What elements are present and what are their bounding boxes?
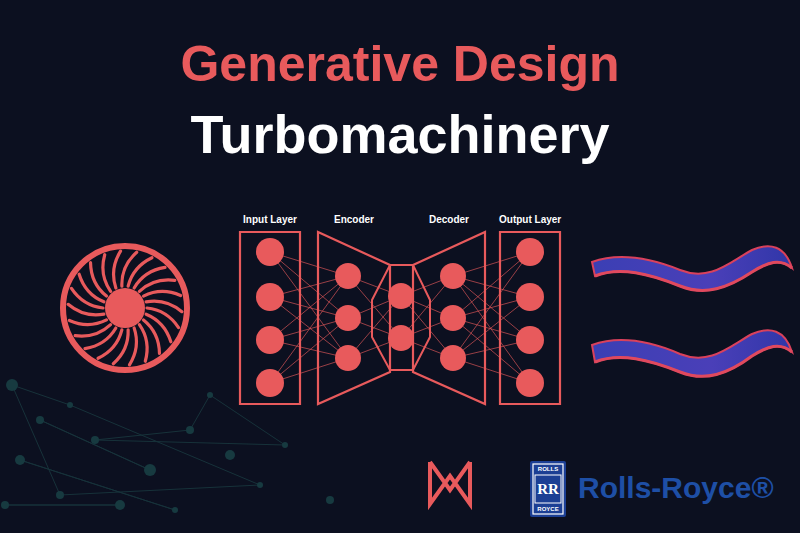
- title: Generative Design: [0, 36, 800, 92]
- neuron-connections: [270, 252, 530, 383]
- badge-text: ROYCE: [530, 505, 566, 513]
- layer-outline: [413, 214, 485, 406]
- layer-label: Encoder: [318, 214, 390, 226]
- layer-box: Decoder: [413, 214, 485, 406]
- layer-label: Input Layer: [240, 214, 300, 226]
- turbine-fan-icon: [63, 246, 187, 370]
- layer-outline: [500, 214, 560, 406]
- turbine-blade: [592, 330, 792, 376]
- badge-monogram: RR: [530, 479, 566, 499]
- company-logo: [430, 462, 470, 504]
- layer-box: Encoder: [318, 214, 390, 406]
- layer-box: Input Layer: [240, 214, 300, 406]
- turbine-blade: [592, 246, 792, 290]
- bottleneck-outline: [372, 265, 430, 370]
- layer-outline: [240, 214, 300, 406]
- layer-label: Output Layer: [499, 214, 561, 226]
- brand-name: Rolls-Royce®: [578, 470, 793, 506]
- layer-outline: [318, 214, 390, 406]
- badge-text: ROLLS: [530, 465, 566, 473]
- subtitle: Turbomachinery: [0, 104, 800, 164]
- background-network: [1, 379, 334, 513]
- layer-label: Decoder: [413, 214, 485, 226]
- layer-box: Output Layer: [500, 214, 560, 406]
- rolls-royce-badge: [530, 461, 566, 517]
